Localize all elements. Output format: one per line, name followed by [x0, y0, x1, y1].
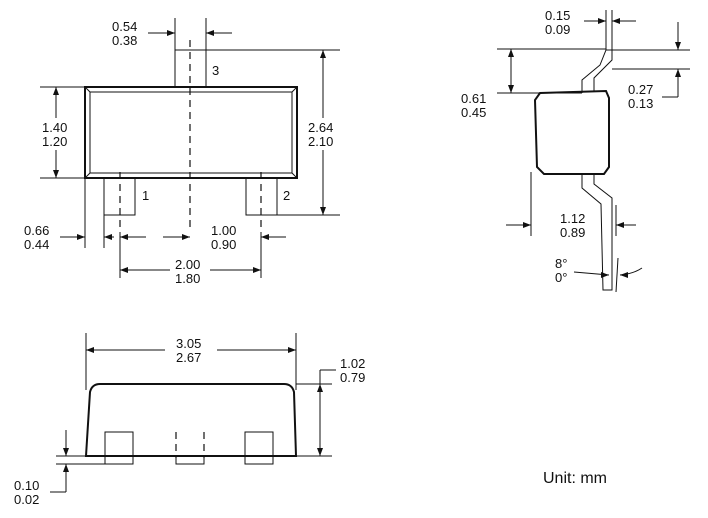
front-view: 3.05 2.67 1.02 0.79 0.10 0.02	[14, 333, 365, 507]
lead-pitch-max: 1.00	[211, 223, 236, 238]
front-body	[84, 383, 298, 457]
total-height-max: 1.02	[340, 356, 365, 371]
overall-width-max: 2.64	[308, 120, 333, 135]
lead-angle-min: 0°	[555, 270, 567, 285]
top-body-inner	[89, 91, 293, 174]
overall-width-min: 2.10	[308, 134, 333, 149]
lead-width-min: 0.38	[112, 33, 137, 48]
body-length-min: 2.67	[176, 350, 201, 365]
lead-height-min: 0.13	[628, 96, 653, 111]
front-lead-left	[104, 431, 134, 465]
lead-length-max: 0.66	[24, 223, 49, 238]
side-lead-top	[581, 49, 613, 93]
body-height-max: 1.12	[560, 211, 585, 226]
lead-3	[174, 49, 207, 88]
lead-thickness-max: 0.15	[545, 8, 570, 23]
pin-label-2: 2	[283, 188, 290, 203]
side-body	[533, 89, 610, 175]
lead-angle-max: 8°	[555, 256, 567, 271]
standoff-min: 0.02	[14, 492, 39, 507]
standoff-top-max: 0.61	[461, 91, 486, 106]
pin-label-3: 3	[212, 63, 219, 78]
body-height-min: 0.89	[560, 225, 585, 240]
body-length-max: 3.05	[176, 336, 201, 351]
standoff-max: 0.10	[14, 478, 39, 493]
lead-height-max: 0.27	[628, 82, 653, 97]
front-lead-right	[244, 431, 274, 465]
lead-thickness-min: 0.09	[545, 22, 570, 37]
pin-label-1: 1	[142, 188, 149, 203]
lead-span-min: 1.80	[175, 271, 200, 286]
lead-pitch-min: 0.90	[211, 237, 236, 252]
lead-length-min: 0.44	[24, 237, 49, 252]
unit-label: Unit: mm	[543, 470, 607, 487]
lead-span-max: 2.00	[175, 257, 200, 272]
body-width-max: 1.40	[42, 120, 67, 135]
total-height-min: 0.79	[340, 370, 365, 385]
side-lead-bottom	[581, 174, 613, 291]
top-view: 3 1 2 0.54 0.38 1.40 1.20 2.64 2.10	[24, 18, 340, 286]
body-width-min: 1.20	[42, 134, 67, 149]
front-lead-center	[175, 456, 205, 465]
top-body-outer	[84, 86, 298, 179]
standoff-top-min: 0.45	[461, 105, 486, 120]
lead-width-max: 0.54	[112, 19, 137, 34]
side-view: 0.15 0.09 0.61 0.45 0.27 0.13 1.12 0.89	[461, 8, 690, 293]
